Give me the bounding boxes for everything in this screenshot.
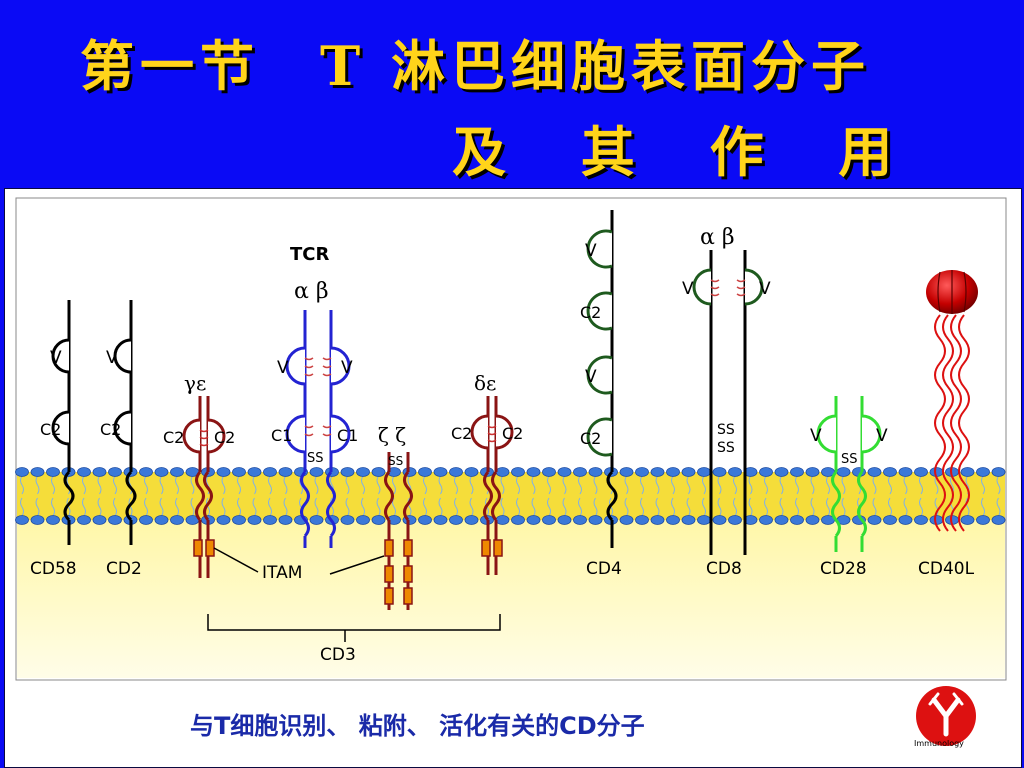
- lipid-heads: [15, 467, 1006, 525]
- cd28-v2-label: V: [876, 426, 888, 446]
- cd2-label: CD2: [106, 559, 142, 579]
- cd4-d1-label: V: [585, 241, 597, 261]
- cd4-d3-label: V: [585, 367, 597, 387]
- tcr-chain-labels: α β: [294, 279, 329, 304]
- itam-label: ITAM: [262, 563, 302, 583]
- cd2-c2-domain: [113, 410, 132, 446]
- zeta-ss-bond: SS: [388, 454, 403, 468]
- cd3-bracket: [207, 614, 501, 642]
- zeta-zeta-label: ζ ζ: [378, 423, 406, 447]
- cd3-epsilon2-c2-label: C2: [502, 424, 523, 443]
- tcr-alpha-v-label: V: [277, 358, 289, 378]
- cd3-epsilon-c2-label: C2: [214, 428, 235, 447]
- cd58-molecule: V C2: [40, 300, 75, 545]
- cd40l-trimer-head: [926, 269, 978, 314]
- tcr-molecule: [285, 310, 351, 548]
- cd58-label: CD58: [30, 559, 77, 579]
- cd2-v-domain: [113, 338, 132, 374]
- cd3-delta-epsilon: [470, 396, 514, 575]
- cd3-gamma-epsilon: [182, 396, 226, 578]
- cd28-label: CD28: [820, 559, 867, 579]
- cd28-ss-bond: SS: [841, 452, 858, 467]
- immunology-logo: Immunology: [914, 686, 976, 748]
- cd8-molecule: [692, 250, 764, 555]
- cd58-c2-label: C2: [40, 420, 61, 439]
- slide-title: 第一节 T 淋巴细胞表面分子 及 其 作 用: [0, 0, 1024, 188]
- cd8-label: CD8: [706, 559, 742, 579]
- cd4-label: CD4: [586, 559, 622, 579]
- cd3-delta-epsilon-label: δε: [474, 371, 496, 395]
- cd8-ss-bond-2: SS: [717, 440, 735, 456]
- cd3-gamma-c2-label: C2: [163, 428, 184, 447]
- figure-caption: 与T细胞识别、 粘附、 活化有关的CD分子: [190, 712, 645, 740]
- tcr-beta-v-label: V: [341, 358, 353, 378]
- title-line-2: 及 其 作 用: [452, 120, 921, 184]
- cd4-molecule: [586, 210, 618, 548]
- tcr-ss-bond: SS: [307, 451, 324, 466]
- cd3-label: CD3: [320, 645, 356, 665]
- cd8-chain-labels: α β: [700, 225, 735, 250]
- cd40l-molecule: [934, 314, 970, 532]
- cd2-v-label: V: [106, 348, 118, 368]
- tcr-label: TCR: [290, 244, 329, 265]
- cd2-molecule: V C2: [100, 300, 137, 545]
- cd28-v1-label: V: [810, 426, 822, 446]
- cd28-molecule: [816, 396, 882, 552]
- cd58-v-domain: [51, 338, 70, 374]
- cd4-d4-label: C2: [580, 429, 601, 448]
- cd8-beta-v-label: V: [759, 279, 771, 299]
- lipid-bilayer: [17, 472, 1005, 520]
- cd3-delta-c2-label: C2: [451, 424, 472, 443]
- cd2-c2-label: C2: [100, 420, 121, 439]
- cd40l-label: CD40L: [918, 559, 975, 579]
- tcr-beta-c1-label: C1: [337, 426, 358, 445]
- cd3-gamma-epsilon-label: γε: [184, 371, 206, 395]
- cd8-ss-bond-1: SS: [717, 422, 735, 438]
- cd4-d2-label: C2: [580, 303, 601, 322]
- tcr-alpha-c1-label: C1: [271, 426, 292, 445]
- cd3-zeta-zeta: [384, 452, 413, 610]
- cytoplasm: [17, 520, 1005, 678]
- cd58-v-label: V: [50, 348, 62, 368]
- cd8-alpha-v-label: V: [682, 279, 694, 299]
- cd58-c2-domain: [51, 410, 70, 446]
- logo-text: Immunology: [914, 739, 964, 748]
- title-line-1: 第一节 T 淋巴细胞表面分子: [80, 34, 871, 98]
